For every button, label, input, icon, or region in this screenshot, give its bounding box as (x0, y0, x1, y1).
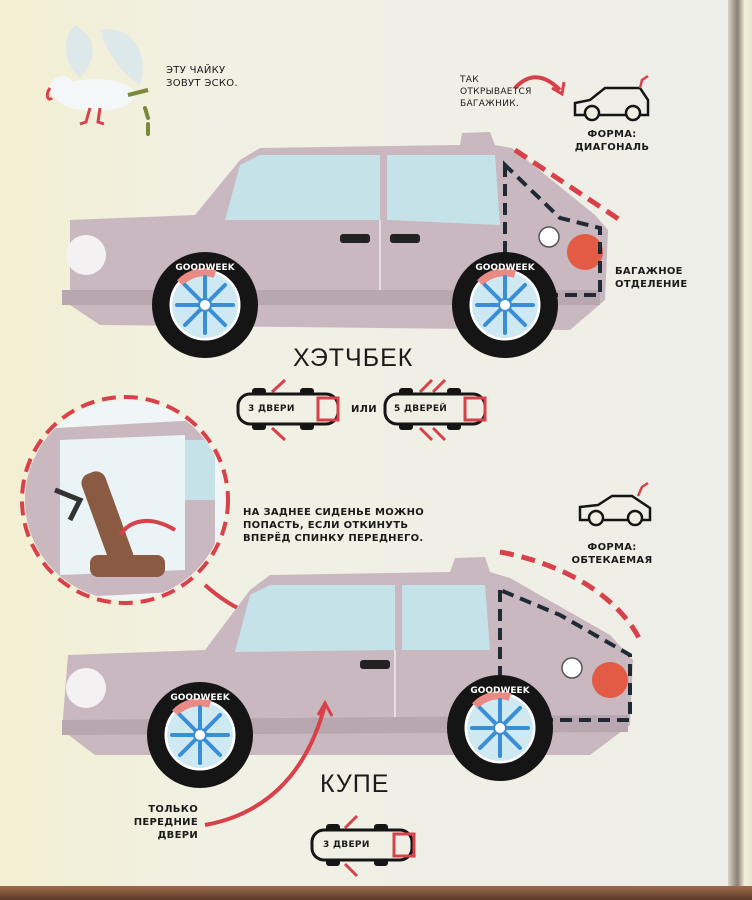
arrow-icon (513, 75, 562, 92)
svg-text:GOODWEEK: GOODWEEK (175, 263, 235, 273)
caption-line: ЭТУ ЧАЙКУ (166, 65, 226, 76)
svg-text:GOODWEEK: GOODWEEK (475, 263, 535, 273)
trunk-caption: ТАК ОТКРЫВАЕТСЯ БАГАЖНИК. (460, 74, 532, 110)
coupe-door-diagram (310, 814, 416, 878)
rear-seat-note: НА ЗАДНЕЕ СИДЕНЬЕ МОЖНО ПОПАСТЬ, ЕСЛИ ОТ… (243, 506, 424, 545)
seagull-caption: ЭТУ ЧАЙКУ ЗОВУТ ЭСКО. (166, 64, 238, 90)
car-side-icon (578, 481, 652, 527)
or-label: ИЛИ (351, 404, 377, 415)
coupe-car-illustration: GOODWEEK GOODWEEK (62, 549, 643, 788)
caption-line: БАГАЖНИК. (460, 99, 520, 109)
svg-text:GOODWEEK: GOODWEEK (170, 693, 230, 703)
svg-text:GOODWEEK: GOODWEEK (470, 686, 530, 696)
car-side-icon (573, 74, 650, 122)
label-line: ДИАГОНАЛЬ (574, 142, 650, 153)
caption-line: ЗОВУТ ЭСКО. (166, 78, 238, 89)
coupe-title: КУПЕ (320, 770, 390, 798)
three-doors-label: 3 ДВЕРИ (248, 404, 295, 414)
label-line: ОТДЕЛЕНИЕ (615, 279, 688, 290)
note-line: ТОЛЬКО (148, 804, 198, 815)
arrow-icon (204, 704, 327, 827)
seagull-illustration (45, 25, 150, 136)
note-line: ВПЕРЁД СПИНКУ ПЕРЕДНЕГО. (243, 533, 424, 544)
label-line: ОБТЕКАЕМАЯ (571, 555, 653, 566)
caption-line: ОТКРЫВАЕТСЯ (460, 87, 532, 97)
book-edge (728, 0, 752, 900)
rear-seat-inset (20, 395, 230, 605)
label-line: ФОРМА: (587, 129, 637, 140)
hatchback-title: ХЭТЧБЕК (293, 344, 414, 372)
three-door-diagram (236, 378, 340, 442)
trunk-compartment-label: БАГАЖНОЕ ОТДЕЛЕНИЕ (615, 265, 687, 291)
book-cover-edge (0, 886, 752, 900)
label-line: БАГАЖНОЕ (615, 266, 683, 277)
note-line: ДВЕРИ (157, 830, 198, 841)
coupe-doors-label: 3 ДВЕРИ (323, 840, 370, 850)
note-line: ПЕРЕДНИЕ (133, 817, 198, 828)
caption-line: ТАК (460, 75, 479, 85)
label-line: ФОРМА: (587, 542, 637, 553)
hatchback-shape-label: ФОРМА: ДИАГОНАЛЬ (562, 128, 662, 154)
note-line: НА ЗАДНЕЕ СИДЕНЬЕ МОЖНО (243, 507, 425, 518)
front-doors-note: ТОЛЬКО ПЕРЕДНИЕ ДВЕРИ (98, 803, 198, 842)
five-doors-label: 5 ДВЕРЕЙ (394, 404, 448, 414)
five-door-diagram (383, 378, 487, 442)
hatchback-car-illustration: GOODWEEK GOODWEEK (62, 132, 622, 358)
coupe-shape-label: ФОРМА: ОБТЕКАЕМАЯ (562, 541, 662, 567)
note-line: ПОПАСТЬ, ЕСЛИ ОТКИНУТЬ (243, 520, 409, 531)
